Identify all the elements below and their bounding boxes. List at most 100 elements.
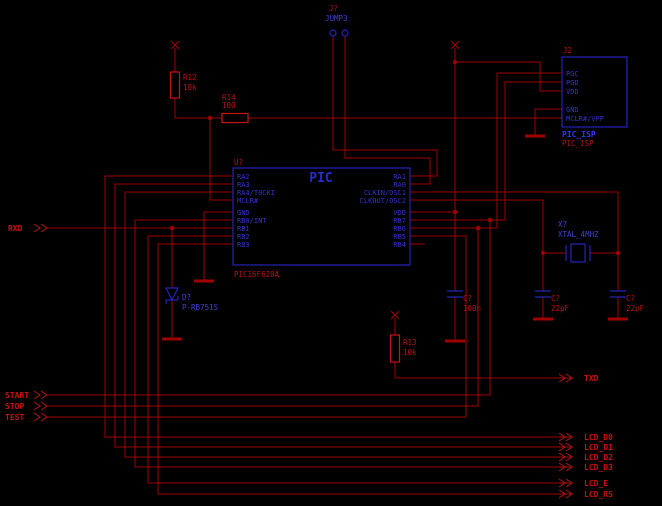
resistor-r14[interactable]: R14 100 — [221, 93, 249, 124]
junction-dot — [452, 59, 458, 65]
value-label: 100 — [222, 101, 236, 110]
net-label-lcd-d3[interactable]: LCD_D3 — [584, 463, 613, 472]
jumper-j[interactable]: J? JUMP3 — [325, 4, 349, 37]
resistor-body[interactable] — [221, 112, 249, 124]
supply-marker — [170, 40, 180, 50]
diode-body[interactable] — [165, 287, 179, 304]
capacitor-c22p-left[interactable]: C? 22pF — [535, 290, 570, 313]
refdes-label: J2 — [563, 46, 572, 55]
refdes-label: R12 — [183, 73, 197, 82]
wire-segment — [209, 118, 233, 201]
net-label-test[interactable]: TEST — [5, 413, 24, 422]
net-label-start[interactable]: START — [5, 391, 29, 400]
resistor-r12[interactable]: R12 10k — [169, 71, 198, 99]
isp-connector[interactable]: J2 PGC PGD VDD GND MCLR#/VPP PIC_ISP PIC… — [561, 46, 628, 148]
net-label-lcd-d0[interactable]: LCD_D0 — [584, 433, 613, 442]
net-label-txd[interactable]: TXD — [584, 374, 599, 383]
wire-segment — [134, 219, 572, 468]
wire-segment — [542, 297, 619, 318]
wire-segment — [344, 36, 431, 185]
net-labels[interactable]: RXD START STOP TEST TXD LCD_D0 LCD_D1 LC… — [5, 224, 613, 499]
crystal-body[interactable] — [570, 243, 586, 263]
chevron-right-icon — [558, 478, 573, 488]
value-label: JUMP3 — [325, 14, 348, 23]
refdes-label: C? — [551, 294, 560, 303]
junction-dot — [487, 217, 493, 223]
pin-label: MCLR# — [237, 197, 259, 205]
pic-mcu[interactable]: U? PIC PIC16F628A RA2 RA3 RA4/T0CKI MCLR… — [232, 158, 411, 279]
net-label-lcd-e[interactable]: LCD_E — [584, 479, 608, 488]
net-label-lcd-rs[interactable]: LCD_RS — [584, 490, 613, 499]
capacitor-plates[interactable] — [447, 290, 463, 298]
pin-label: RA0 — [393, 181, 406, 189]
net-label-lcd-d2[interactable]: LCD_D2 — [584, 453, 613, 462]
pin-label: RB1 — [237, 225, 250, 233]
capacitor-plates[interactable] — [610, 290, 626, 298]
junction-dot — [452, 209, 458, 215]
junction-dots — [169, 59, 621, 256]
crystal-plates[interactable] — [565, 245, 591, 261]
refdes-label: U? — [234, 158, 243, 167]
pin-label: CLKOUT/OSC2 — [360, 197, 406, 205]
refdes-label: D? — [182, 293, 191, 302]
resistor-body[interactable] — [389, 334, 401, 363]
wire-segment — [410, 81, 562, 221]
pin-label: RB5 — [393, 233, 406, 241]
chevron-right-icon — [33, 223, 48, 233]
junction-dot — [615, 250, 621, 256]
resistor-r13[interactable]: R13 10k — [389, 334, 418, 363]
wire-segment — [147, 235, 572, 484]
wire-segment — [48, 228, 479, 407]
net-label-rxd[interactable]: RXD — [8, 224, 23, 233]
value-label: PIC_ISP — [562, 139, 594, 148]
pin-label: RB7 — [393, 217, 406, 225]
resistor-body[interactable] — [169, 71, 181, 99]
pin-label: RB6 — [393, 225, 406, 233]
supply-markers — [170, 40, 460, 320]
wire-segment — [48, 235, 467, 418]
pin-label: GND — [237, 209, 250, 217]
pin-label: CLKIN/OSC1 — [364, 189, 406, 197]
net-label-lcd-d1[interactable]: LCD_D1 — [584, 443, 613, 452]
pin-label: RB4 — [393, 241, 406, 249]
crystal-x[interactable]: X? XTAL_4MHZ — [558, 220, 599, 263]
junction-dot — [475, 225, 481, 231]
pic-body[interactable] — [232, 167, 411, 266]
wires — [48, 36, 619, 495]
chevron-right-icon — [33, 390, 48, 400]
junction-dot — [169, 225, 175, 231]
wire-segment — [114, 183, 572, 448]
isp-body[interactable] — [561, 56, 628, 128]
chevron-right-icon — [558, 432, 573, 442]
wire-segment — [157, 243, 572, 495]
chevron-right-icon — [33, 412, 48, 422]
value-label: XTAL_4MHZ — [558, 230, 599, 239]
value-label: PIC16F628A — [234, 270, 280, 279]
refdes-label: X? — [558, 220, 567, 229]
wire-segment — [174, 48, 562, 119]
net-label-stop[interactable]: STOP — [5, 402, 24, 411]
chevron-right-icon — [558, 442, 573, 452]
refdes-label: R14 — [222, 93, 236, 102]
pin-label: RA1 — [393, 173, 406, 181]
refdes-label: C? — [626, 294, 635, 303]
net-arrows — [33, 223, 573, 499]
capacitor-c100n[interactable]: C? 100n — [447, 290, 481, 313]
jumper-pin[interactable] — [341, 29, 349, 37]
value-label: 10k — [183, 83, 197, 92]
capacitor-c22p-right[interactable]: C? 22pF — [610, 290, 645, 313]
chevron-right-icon — [558, 373, 573, 383]
wire-segment — [124, 191, 572, 458]
capacitor-plates[interactable] — [535, 290, 551, 298]
diode-d[interactable]: D? P-RB751S — [165, 287, 219, 312]
chevron-right-icon — [33, 401, 48, 411]
refdes-label: R13 — [403, 338, 417, 347]
wire-segment — [534, 108, 562, 135]
jumper-pin[interactable] — [329, 29, 337, 37]
supply-marker — [390, 310, 400, 320]
pin-label: RA2 — [237, 173, 250, 181]
chevron-right-icon — [558, 489, 573, 499]
wire-segment — [455, 61, 562, 92]
pin-label: VDD — [393, 209, 406, 217]
